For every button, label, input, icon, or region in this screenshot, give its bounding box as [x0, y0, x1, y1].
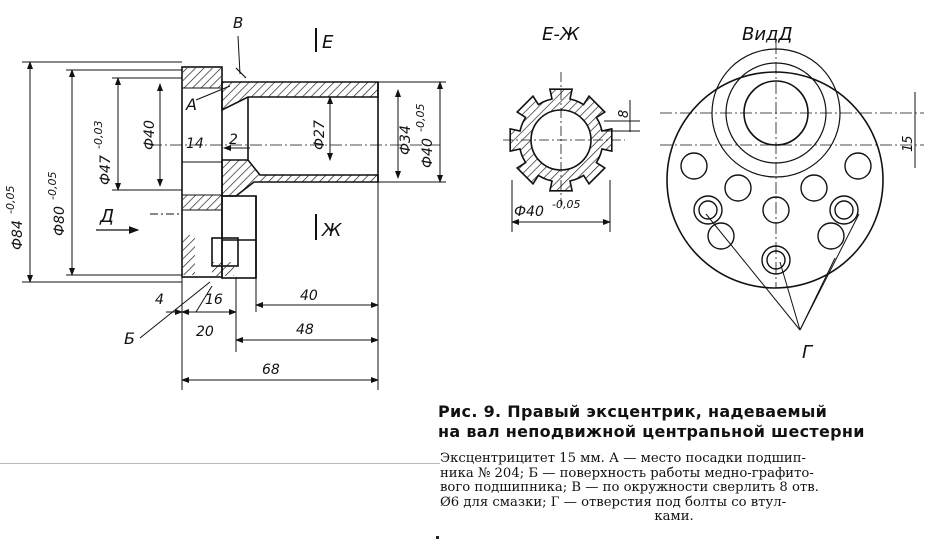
figure-title-line1: Правый эксцентрик, надеваемый — [507, 402, 828, 421]
callout-v: В — [233, 14, 243, 32]
callout-g: Г — [802, 342, 814, 363]
description-line: ника № 204; Б — поверхность работы медно… — [440, 465, 814, 481]
description-line: Эксцентрицитет 15 мм. А — место посадки … — [440, 451, 806, 466]
dim-40: 40 — [300, 288, 318, 304]
description-line: Ø6 для смазки; Г — отверстия под болты с… — [440, 494, 787, 510]
figure-caption-title: Рис. 9. Правый эксцентрик, надеваемый на… — [438, 402, 908, 442]
view-d — [660, 42, 924, 331]
arrow-label-d: Д — [99, 206, 114, 227]
bolt-hole — [817, 222, 845, 250]
section-label: Е-Ж — [542, 24, 580, 45]
dim-d40-bore: Ф40 — [142, 120, 158, 150]
dim-d84-tol: -0,05 — [4, 186, 17, 214]
bolt-hole — [680, 152, 708, 180]
figure-number: Рис. 9. — [438, 402, 502, 421]
dim-d27: Ф27 — [312, 120, 328, 150]
dim-16: 16 — [205, 292, 223, 308]
main-section-view — [181, 28, 379, 279]
description-line: ками. — [654, 509, 694, 524]
dim-14: 14 — [186, 136, 204, 152]
figure-description: Эксцентрицитет 15 мм. А — место посадки … — [440, 451, 908, 525]
cut-label-e: Е — [322, 32, 334, 53]
dim-d40-outer-tol: -0,05 — [414, 104, 427, 132]
callout-a: А — [185, 95, 197, 114]
dim-d40-outer: Ф40 — [420, 138, 436, 168]
dim-20: 20 — [196, 324, 214, 340]
bolt-hole — [724, 174, 752, 202]
bolt-hole — [844, 152, 872, 180]
dim-d40-spline-tol: -0,05 — [552, 198, 580, 211]
bolt-hole — [707, 222, 735, 250]
cut-label-zh: Ж — [321, 220, 342, 241]
dim-d80: Ф80 — [52, 206, 68, 236]
dim-d47-tol: -0,03 — [92, 121, 105, 149]
dim-48: 48 — [296, 322, 314, 338]
dim-d34: Ф34 — [398, 125, 414, 155]
bushing-hole — [834, 200, 854, 220]
bolt-hole — [829, 195, 859, 225]
bushing-hole — [698, 200, 718, 220]
bolt-hole — [761, 245, 791, 275]
dim-15: 15 — [901, 135, 916, 152]
dim-8: 8 — [617, 110, 632, 118]
print-speck — [436, 536, 439, 539]
description-line: вого подшипника; В — по окружности сверл… — [440, 480, 819, 495]
dim-d40-spline: Ф40 — [514, 204, 544, 220]
bolt-hole — [693, 195, 723, 225]
bushing-hole — [766, 250, 786, 270]
technical-drawing: В Е Ж А Д Б Е-Ж ВидД Г 14 2 4 16 20 40 4… — [4, 14, 924, 390]
drawing-labels: В Е Ж А Д Б Е-Ж ВидД Г 14 2 4 16 20 40 4… — [4, 14, 916, 378]
figure-title-line2: на вал неподвижной центрапьной шестерни — [438, 422, 865, 441]
dim-2: 2 — [229, 132, 238, 148]
dim-d47: Ф47 — [98, 155, 114, 185]
view-label: ВидД — [742, 24, 793, 45]
bolt-hole — [800, 174, 828, 202]
bolt-hole — [762, 196, 790, 224]
divider — [0, 463, 440, 464]
dim-d84: Ф84 — [10, 220, 26, 250]
dim-d80-tol: -0,05 — [46, 172, 59, 200]
callout-b: Б — [124, 329, 135, 348]
dim-4: 4 — [155, 292, 164, 308]
section-view-ezh — [503, 72, 640, 232]
dim-68: 68 — [262, 362, 280, 378]
